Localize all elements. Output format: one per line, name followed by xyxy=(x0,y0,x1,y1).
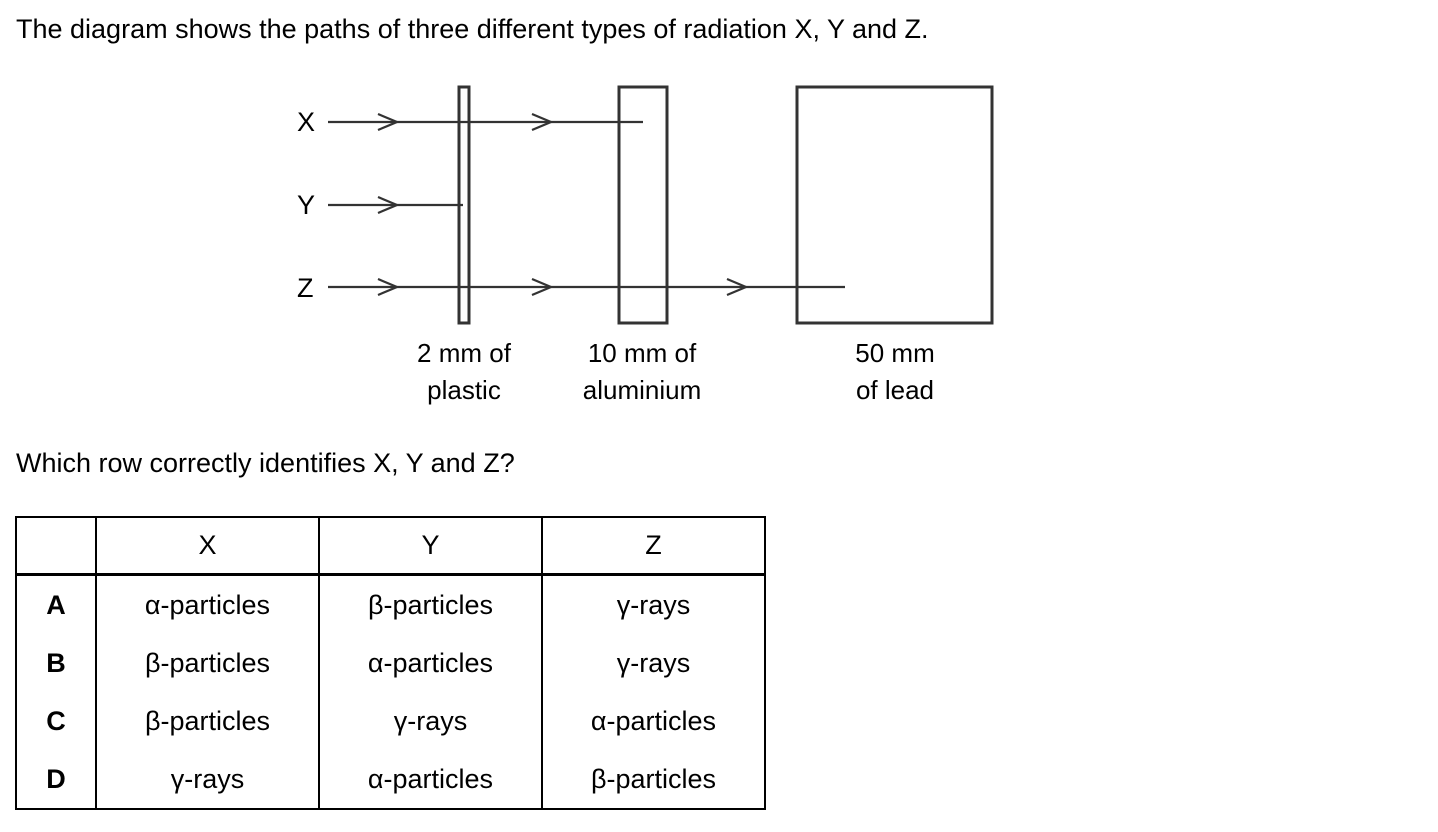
cell-x: α-particles xyxy=(95,574,319,634)
aluminium-label-line-1: 10 mm of xyxy=(588,338,697,368)
cell-z: α-particles xyxy=(541,692,765,750)
ray-z-arrow-1 xyxy=(377,277,400,297)
ray-x-arrow-2 xyxy=(531,112,554,132)
cell-y: α-particles xyxy=(318,750,542,809)
question-intro: The diagram shows the paths of three dif… xyxy=(16,14,929,44)
cell-y: β-particles xyxy=(318,574,542,634)
ray-z-arrow-3 xyxy=(726,277,749,297)
cell-z: γ-rays xyxy=(541,574,765,634)
table-row-a: A α-particles β-particles γ-rays xyxy=(16,574,765,634)
ray-z-arrow-2 xyxy=(531,277,554,297)
table-row-d: D γ-rays α-particles β-particles xyxy=(16,750,765,809)
ray-label-x: X xyxy=(297,107,315,137)
header-y: Y xyxy=(318,517,542,576)
ray-label-z: Z xyxy=(297,273,314,303)
row-letter: D xyxy=(46,763,66,794)
cell-x: β-particles xyxy=(95,692,319,750)
question-prompt: Which row correctly identifies X, Y and … xyxy=(16,448,515,478)
cell-x: β-particles xyxy=(95,634,319,692)
ray-label-y: Y xyxy=(297,190,315,220)
cell-y: α-particles xyxy=(318,634,542,692)
cell-z: β-particles xyxy=(541,750,765,809)
table-row-b: B β-particles α-particles γ-rays xyxy=(16,634,765,692)
row-letter: A xyxy=(46,589,66,620)
aluminium-barrier xyxy=(617,85,669,325)
ray-x-arrow-1 xyxy=(377,112,400,132)
lead-label-line-1: 50 mm xyxy=(855,338,934,368)
lead-barrier xyxy=(795,85,994,325)
radiation-paths-diagram: X Y Z 2 mm of plastic 10 mm of aluminium… xyxy=(297,85,994,405)
ray-y-arrow-1 xyxy=(377,195,400,215)
header-z: Z xyxy=(541,517,765,576)
plastic-label-line-2: plastic xyxy=(427,375,501,405)
plastic-label-line-1: 2 mm of xyxy=(417,338,512,368)
aluminium-label-line-2: aluminium xyxy=(583,375,702,405)
answer-table: X Y Z A α-particles β-particles γ-rays B… xyxy=(15,516,766,810)
cell-x: γ-rays xyxy=(95,750,319,809)
header-blank xyxy=(16,517,96,576)
cell-z: γ-rays xyxy=(541,634,765,692)
header-x: X xyxy=(95,517,319,576)
lead-label-line-2: of lead xyxy=(856,375,934,405)
table-row-c: C β-particles γ-rays α-particles xyxy=(16,692,765,750)
row-letter: B xyxy=(46,647,66,678)
cell-y: γ-rays xyxy=(318,692,542,750)
table-header-row: X Y Z xyxy=(16,517,765,576)
row-letter: C xyxy=(46,705,66,736)
